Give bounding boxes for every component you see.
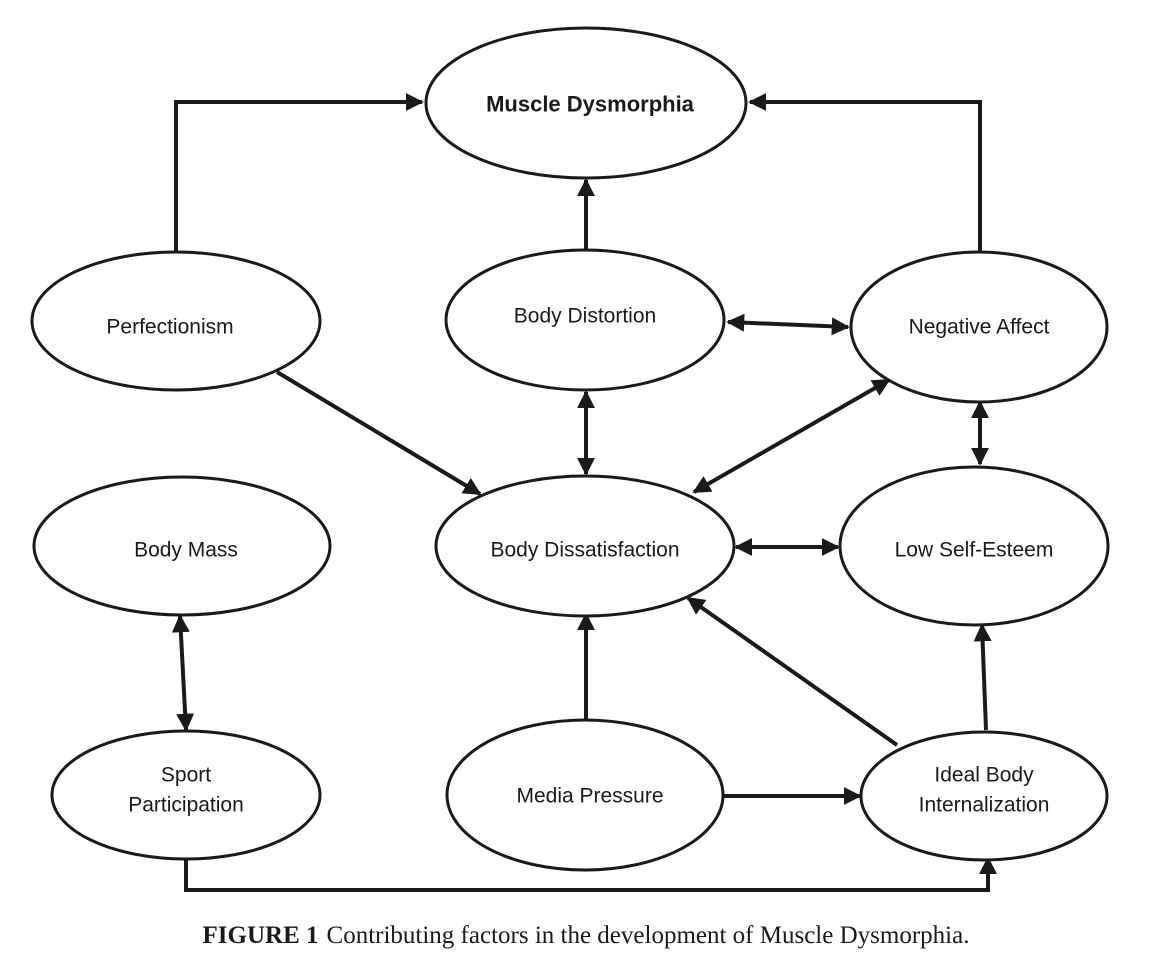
node-sport-participation: Sport Participation: [50, 729, 322, 861]
node-label-ideal-body-line-1: Ideal Body: [934, 764, 1034, 787]
edge-negative-affect-to-muscle-dysmorphia: [748, 93, 982, 252]
figure-caption-text: Contributing factors in the development …: [326, 922, 970, 949]
node-perfectionism: Perfectionism: [30, 250, 322, 392]
node-label-perfectionism: Perfectionism: [106, 316, 233, 339]
node-negative-affect: Negative Affect: [849, 250, 1109, 404]
edge-negative-affect-body-dissatisfaction: [692, 378, 891, 494]
node-label-sport-participation-line-2: Participation: [128, 794, 244, 817]
node-label-sport-participation-line-1: Sport: [161, 764, 211, 787]
factor-diagram: Muscle Dysmorphia Perfectionism Body Dis…: [30, 26, 1110, 892]
figure-caption: FIGURE 1 Contributing factors in the deve…: [0, 922, 1172, 950]
edge-perfectionism-to-body-dissatisfaction: [275, 370, 482, 496]
node-body-mass: Body Mass: [32, 475, 332, 617]
nodes: Muscle Dysmorphia Perfectionism Body Dis…: [30, 26, 1110, 872]
node-label-body-dissatisfaction: Body Dissatisfaction: [490, 539, 679, 562]
node-label-ideal-body-line-2: Internalization: [919, 794, 1050, 817]
edges: [171, 93, 997, 892]
node-label-negative-affect: Negative Affect: [909, 316, 1050, 339]
edge-ideal-body-to-low-self-esteem: [973, 623, 992, 731]
node-label-muscle-dysmorphia: Muscle Dysmorphia: [486, 92, 695, 117]
node-body-dissatisfaction: Body Dissatisfaction: [434, 474, 736, 618]
edge-perfectionism-to-muscle-dysmorphia: [174, 93, 424, 252]
node-media-pressure: Media Pressure: [445, 718, 725, 872]
node-label-media-pressure: Media Pressure: [516, 785, 663, 808]
node-ideal-body-internalization: Ideal Body Internalization: [859, 730, 1109, 862]
node-muscle-dysmorphia: Muscle Dysmorphia: [424, 26, 748, 180]
node-label-body-distortion: Body Distortion: [514, 305, 656, 328]
node-label-body-mass: Body Mass: [134, 539, 238, 562]
node-body-distortion: Body Distortion: [444, 248, 726, 392]
node-label-low-self-esteem: Low Self-Esteem: [895, 539, 1054, 562]
edge-body-distortion-negative-affect: [726, 313, 850, 336]
figure-label: FIGURE 1: [202, 922, 319, 949]
edge-sport-participation-to-ideal-body: [184, 856, 997, 892]
edge-ideal-body-to-body-dissatisfaction: [686, 596, 899, 747]
node-low-self-esteem: Low Self-Esteem: [838, 465, 1110, 627]
edge-body-mass-sport-participation: [171, 614, 195, 732]
